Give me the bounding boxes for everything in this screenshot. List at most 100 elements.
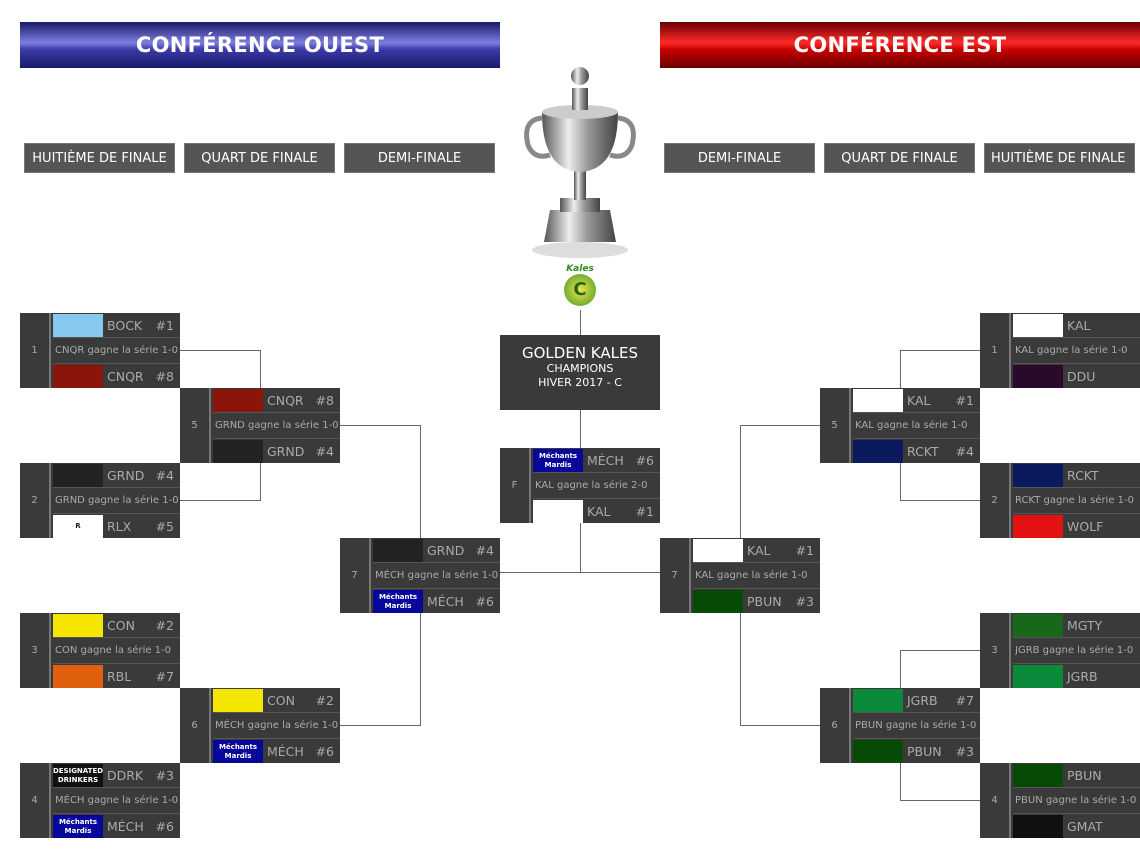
- series-result: CON gagne la série 1-0: [55, 645, 172, 656]
- team-name: JGRB: [907, 693, 938, 708]
- team-logo: [53, 614, 103, 637]
- team-logo: [1013, 815, 1063, 838]
- team-row[interactable]: KAL #1: [853, 388, 980, 413]
- match-e2[interactable]: 2 RCKT RCKT gagne la série 1-0 WOLF: [980, 463, 1140, 538]
- team-name: KAL: [747, 543, 771, 558]
- match-number: 4: [20, 763, 51, 838]
- team-row[interactable]: WOLF: [1013, 513, 1140, 538]
- team-row[interactable]: CNQR #8: [213, 388, 340, 413]
- team-logo: [853, 389, 903, 412]
- team-row[interactable]: GRND #4: [53, 463, 180, 488]
- bracket-connector: [900, 650, 901, 688]
- team-seed: #2: [315, 693, 334, 708]
- team-row[interactable]: Méchants Mardis MÉCH #6: [533, 448, 660, 473]
- team-name: MÉCH: [587, 453, 624, 468]
- team-logo-text: Méchants Mardis: [218, 742, 258, 760]
- team-seed: #3: [795, 594, 814, 609]
- team-seed: #6: [315, 744, 334, 759]
- team-row[interactable]: KAL #1: [693, 538, 820, 563]
- tab-west-semifinal[interactable]: DEMI-FINALE: [344, 143, 495, 173]
- team-seed: #3: [155, 768, 174, 783]
- team-row[interactable]: GRND #4: [373, 538, 500, 563]
- team-name: CON: [107, 618, 135, 633]
- team-logo-text: R: [75, 522, 81, 530]
- bracket-connector: [900, 350, 901, 388]
- tab-east-quarterfinal[interactable]: QUART DE FINALE: [824, 143, 975, 173]
- match-number: 1: [20, 313, 51, 388]
- match-e3[interactable]: 3 MGTY JGRB gagne la série 1-0 JGRB: [980, 613, 1140, 688]
- team-row[interactable]: Méchants Mardis MÉCH #6: [213, 738, 340, 763]
- team-row[interactable]: RCKT #4: [853, 438, 980, 463]
- team-seed: #4: [955, 444, 974, 459]
- match-number: F: [500, 448, 531, 523]
- team-seed: #7: [955, 693, 974, 708]
- team-logo-text: DESIGNATED DRINKERS: [53, 766, 103, 784]
- team-row[interactable]: PBUN #3: [693, 588, 820, 613]
- match-w1[interactable]: 1 BOCK #1 CNQR gagne la série 1-0 CNQR #8: [20, 313, 180, 388]
- team-row[interactable]: DESIGNATED DRINKERS DDRK #3: [53, 763, 180, 788]
- series-result: KAL gagne la série 1-0: [695, 570, 808, 581]
- team-seed: #1: [635, 504, 654, 519]
- bracket-connector: [900, 350, 980, 351]
- team-seed: #2: [155, 618, 174, 633]
- series-result: CNQR gagne la série 1-0: [55, 345, 178, 356]
- champion-name: GOLDEN KALES: [522, 344, 638, 362]
- bracket-connector: [340, 425, 420, 426]
- team-row[interactable]: JGRB: [1013, 663, 1140, 688]
- team-row[interactable]: DDU: [1013, 363, 1140, 388]
- series-result: KAL gagne la série 1-0: [1015, 345, 1128, 356]
- team-seed: #1: [955, 393, 974, 408]
- team-row[interactable]: R RLX #5: [53, 513, 180, 538]
- match-e4[interactable]: 4 PBUN PBUN gagne la série 1-0 GMAT: [980, 763, 1140, 838]
- team-logo: [213, 389, 263, 412]
- team-row[interactable]: GMAT: [1013, 813, 1140, 838]
- bracket-connector: [900, 650, 980, 651]
- team-row[interactable]: Méchants Mardis MÉCH #6: [53, 813, 180, 838]
- team-name: CON: [267, 693, 295, 708]
- team-name: MÉCH: [427, 594, 464, 609]
- team-row[interactable]: CON #2: [213, 688, 340, 713]
- team-seed: #7: [155, 669, 174, 684]
- team-row[interactable]: CNQR #8: [53, 363, 180, 388]
- team-row[interactable]: GRND #4: [213, 438, 340, 463]
- team-name: GMAT: [1067, 819, 1103, 834]
- team-logo: Méchants Mardis: [533, 449, 583, 472]
- tab-west-quarterfinal[interactable]: QUART DE FINALE: [184, 143, 335, 173]
- team-logo: [853, 440, 903, 463]
- team-row[interactable]: KAL #1: [533, 498, 660, 523]
- team-row[interactable]: BOCK #1: [53, 313, 180, 338]
- team-row[interactable]: CON #2: [53, 613, 180, 638]
- team-seed: #6: [155, 819, 174, 834]
- tab-west-round-of-16[interactable]: HUITIÈME DE FINALE: [24, 143, 175, 173]
- team-name: KAL: [587, 504, 611, 519]
- team-row[interactable]: PBUN #3: [853, 738, 980, 763]
- team-row[interactable]: JGRB #7: [853, 688, 980, 713]
- team-logo: [1013, 464, 1063, 487]
- team-name: GRND: [427, 543, 465, 558]
- team-row[interactable]: KAL: [1013, 313, 1140, 338]
- series-result: RCKT gagne la série 1-0: [1015, 495, 1134, 506]
- team-seed: #5: [155, 519, 174, 534]
- team-logo: [693, 590, 743, 613]
- team-row[interactable]: RBL #7: [53, 663, 180, 688]
- team-row[interactable]: RCKT: [1013, 463, 1140, 488]
- tab-east-round-of-16[interactable]: HUITIÈME DE FINALE: [984, 143, 1135, 173]
- match-number: 4: [980, 763, 1011, 838]
- team-logo: DESIGNATED DRINKERS: [53, 764, 103, 787]
- trophy-icon: [524, 67, 636, 258]
- match-e1[interactable]: 1 KAL KAL gagne la série 1-0 DDU: [980, 313, 1140, 388]
- team-row[interactable]: Méchants Mardis MÉCH #6: [373, 588, 500, 613]
- tab-east-semifinal[interactable]: DEMI-FINALE: [664, 143, 815, 173]
- team-row[interactable]: PBUN: [1013, 763, 1140, 788]
- team-row[interactable]: MGTY: [1013, 613, 1140, 638]
